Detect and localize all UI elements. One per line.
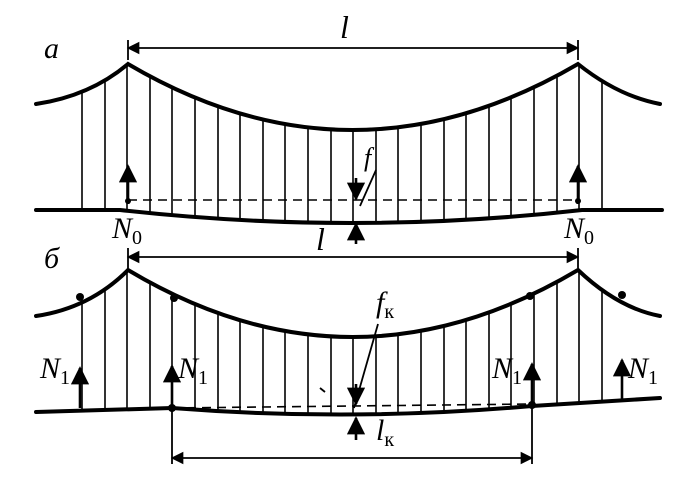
hangers-b — [81, 270, 603, 415]
panel-letter-b: б — [44, 242, 60, 275]
force-label-inner-left: N1 — [177, 352, 208, 389]
panel-a: а l f N0 N0 — [34, 9, 664, 249]
cable-node-far-right — [618, 291, 626, 299]
support-node-right-a — [575, 198, 581, 204]
support-force-label-left-a: N0 — [111, 212, 142, 249]
sag-label-a: f — [364, 143, 375, 172]
force-label-far-right: N1 — [627, 352, 658, 389]
main-cable-a — [34, 61, 662, 132]
panel-b: б l fк lк N1 N1 N1 N1 — [34, 221, 662, 465]
cable-node-inner-right — [526, 292, 534, 300]
sag-label-b: fк — [376, 286, 394, 323]
force-label-far-left: N1 — [39, 352, 70, 389]
bottom-span-label: lк — [376, 414, 394, 451]
chord-line-b — [171, 403, 533, 409]
stray-mark-b — [319, 387, 326, 393]
force-label-inner-right: N1 — [491, 352, 522, 389]
span-label-a: l — [340, 9, 349, 45]
deck-b — [34, 396, 662, 417]
span-label-b: l — [316, 221, 325, 257]
main-cable-b — [34, 267, 662, 339]
panel-letter-a: а — [44, 32, 59, 65]
cable-node-inner-left — [170, 294, 178, 302]
cable-node-far-left — [76, 293, 84, 301]
sag-leader-a — [359, 169, 377, 207]
support-force-label-right-a: N0 — [563, 212, 594, 249]
deck-node-right — [528, 401, 536, 409]
support-node-left-a — [125, 198, 131, 204]
sag-leader-b — [353, 323, 379, 409]
deck-node-left — [168, 404, 176, 412]
